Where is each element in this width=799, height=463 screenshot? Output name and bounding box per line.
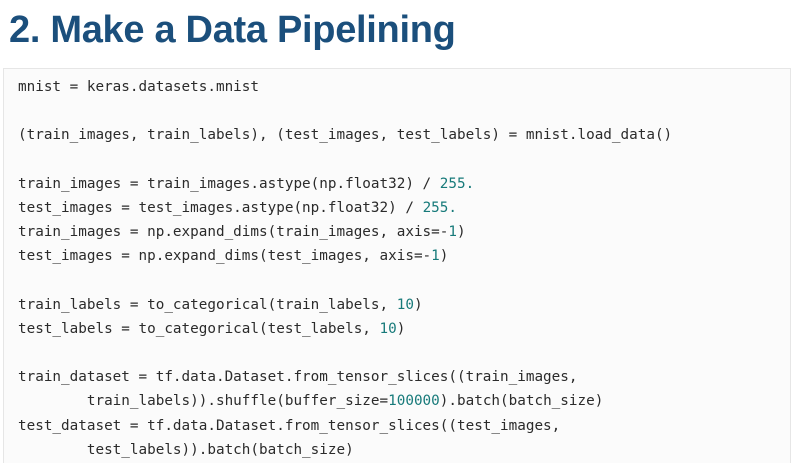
code-line: train_images = np.expand_dims(train_imag… [18, 220, 672, 244]
code-token: train_images = np.expand_dims(train_imag… [18, 224, 449, 241]
code-line: test_images = np.expand_dims(test_images… [18, 244, 672, 268]
code-token: ) [456, 224, 466, 241]
code-token: train_images = train_images.astype(np.fl… [18, 175, 440, 192]
code-token: ).batch(batch_size) [439, 393, 604, 410]
code-line [18, 341, 672, 365]
code-token: train_dataset = tf.data.Dataset.from_ten… [18, 369, 578, 386]
code-token: test_labels = to_categorical(test_labels… [18, 320, 380, 337]
code-block: mnist = keras.datasets.mnist (train_image… [3, 68, 791, 463]
code-token: train_labels = to_categorical(train_labe… [18, 296, 397, 313]
code-line: train_dataset = tf.data.Dataset.from_ten… [18, 365, 672, 389]
code-line: train_labels = to_categorical(train_labe… [18, 293, 672, 317]
code-line: (train_images, train_labels), (test_imag… [18, 123, 672, 147]
slide-title: 2. Make a Data Pipelining [9, 9, 456, 51]
code-line [18, 99, 672, 123]
code-line [18, 269, 672, 293]
code-token: test_dataset = tf.data.Dataset.from_tens… [18, 417, 561, 434]
code-line [18, 148, 672, 172]
numeric-literal: 1 [431, 248, 440, 265]
numeric-literal: 10 [379, 320, 397, 337]
code-line: train_images = train_images.astype(np.fl… [18, 172, 672, 196]
code-line: test_labels)).batch(batch_size) [18, 438, 672, 462]
numeric-literal: 100000 [388, 393, 440, 410]
numeric-literal: 10 [396, 296, 414, 313]
code-token: (train_images, train_labels), (test_imag… [18, 127, 673, 144]
code-token: ) [439, 248, 449, 265]
code-token: mnist = keras.datasets.mnist [18, 79, 260, 95]
code-line: train_labels)).shuffle(buffer_size=10000… [18, 389, 672, 413]
code-token: train_labels)).shuffle(buffer_size= [18, 393, 389, 410]
code-token: test_images = test_images.astype(np.floa… [18, 199, 423, 216]
numeric-literal: 255. [439, 175, 475, 192]
code-token: test_labels)).batch(batch_size) [18, 441, 354, 458]
code-line: test_images = test_images.astype(np.floa… [18, 196, 672, 220]
code-line: test_dataset = tf.data.Dataset.from_tens… [18, 414, 672, 438]
numeric-literal: 1 [448, 224, 457, 241]
code-token: ) [413, 296, 423, 313]
code-line: test_labels = to_categorical(test_labels… [18, 317, 672, 341]
numeric-literal: 255. [422, 199, 457, 216]
code-token: test_images = np.expand_dims(test_images… [18, 248, 432, 265]
code-text: mnist = keras.datasets.mnist (train_image… [18, 75, 672, 462]
code-line: mnist = keras.datasets.mnist [18, 75, 672, 99]
code-token: ) [396, 320, 406, 337]
